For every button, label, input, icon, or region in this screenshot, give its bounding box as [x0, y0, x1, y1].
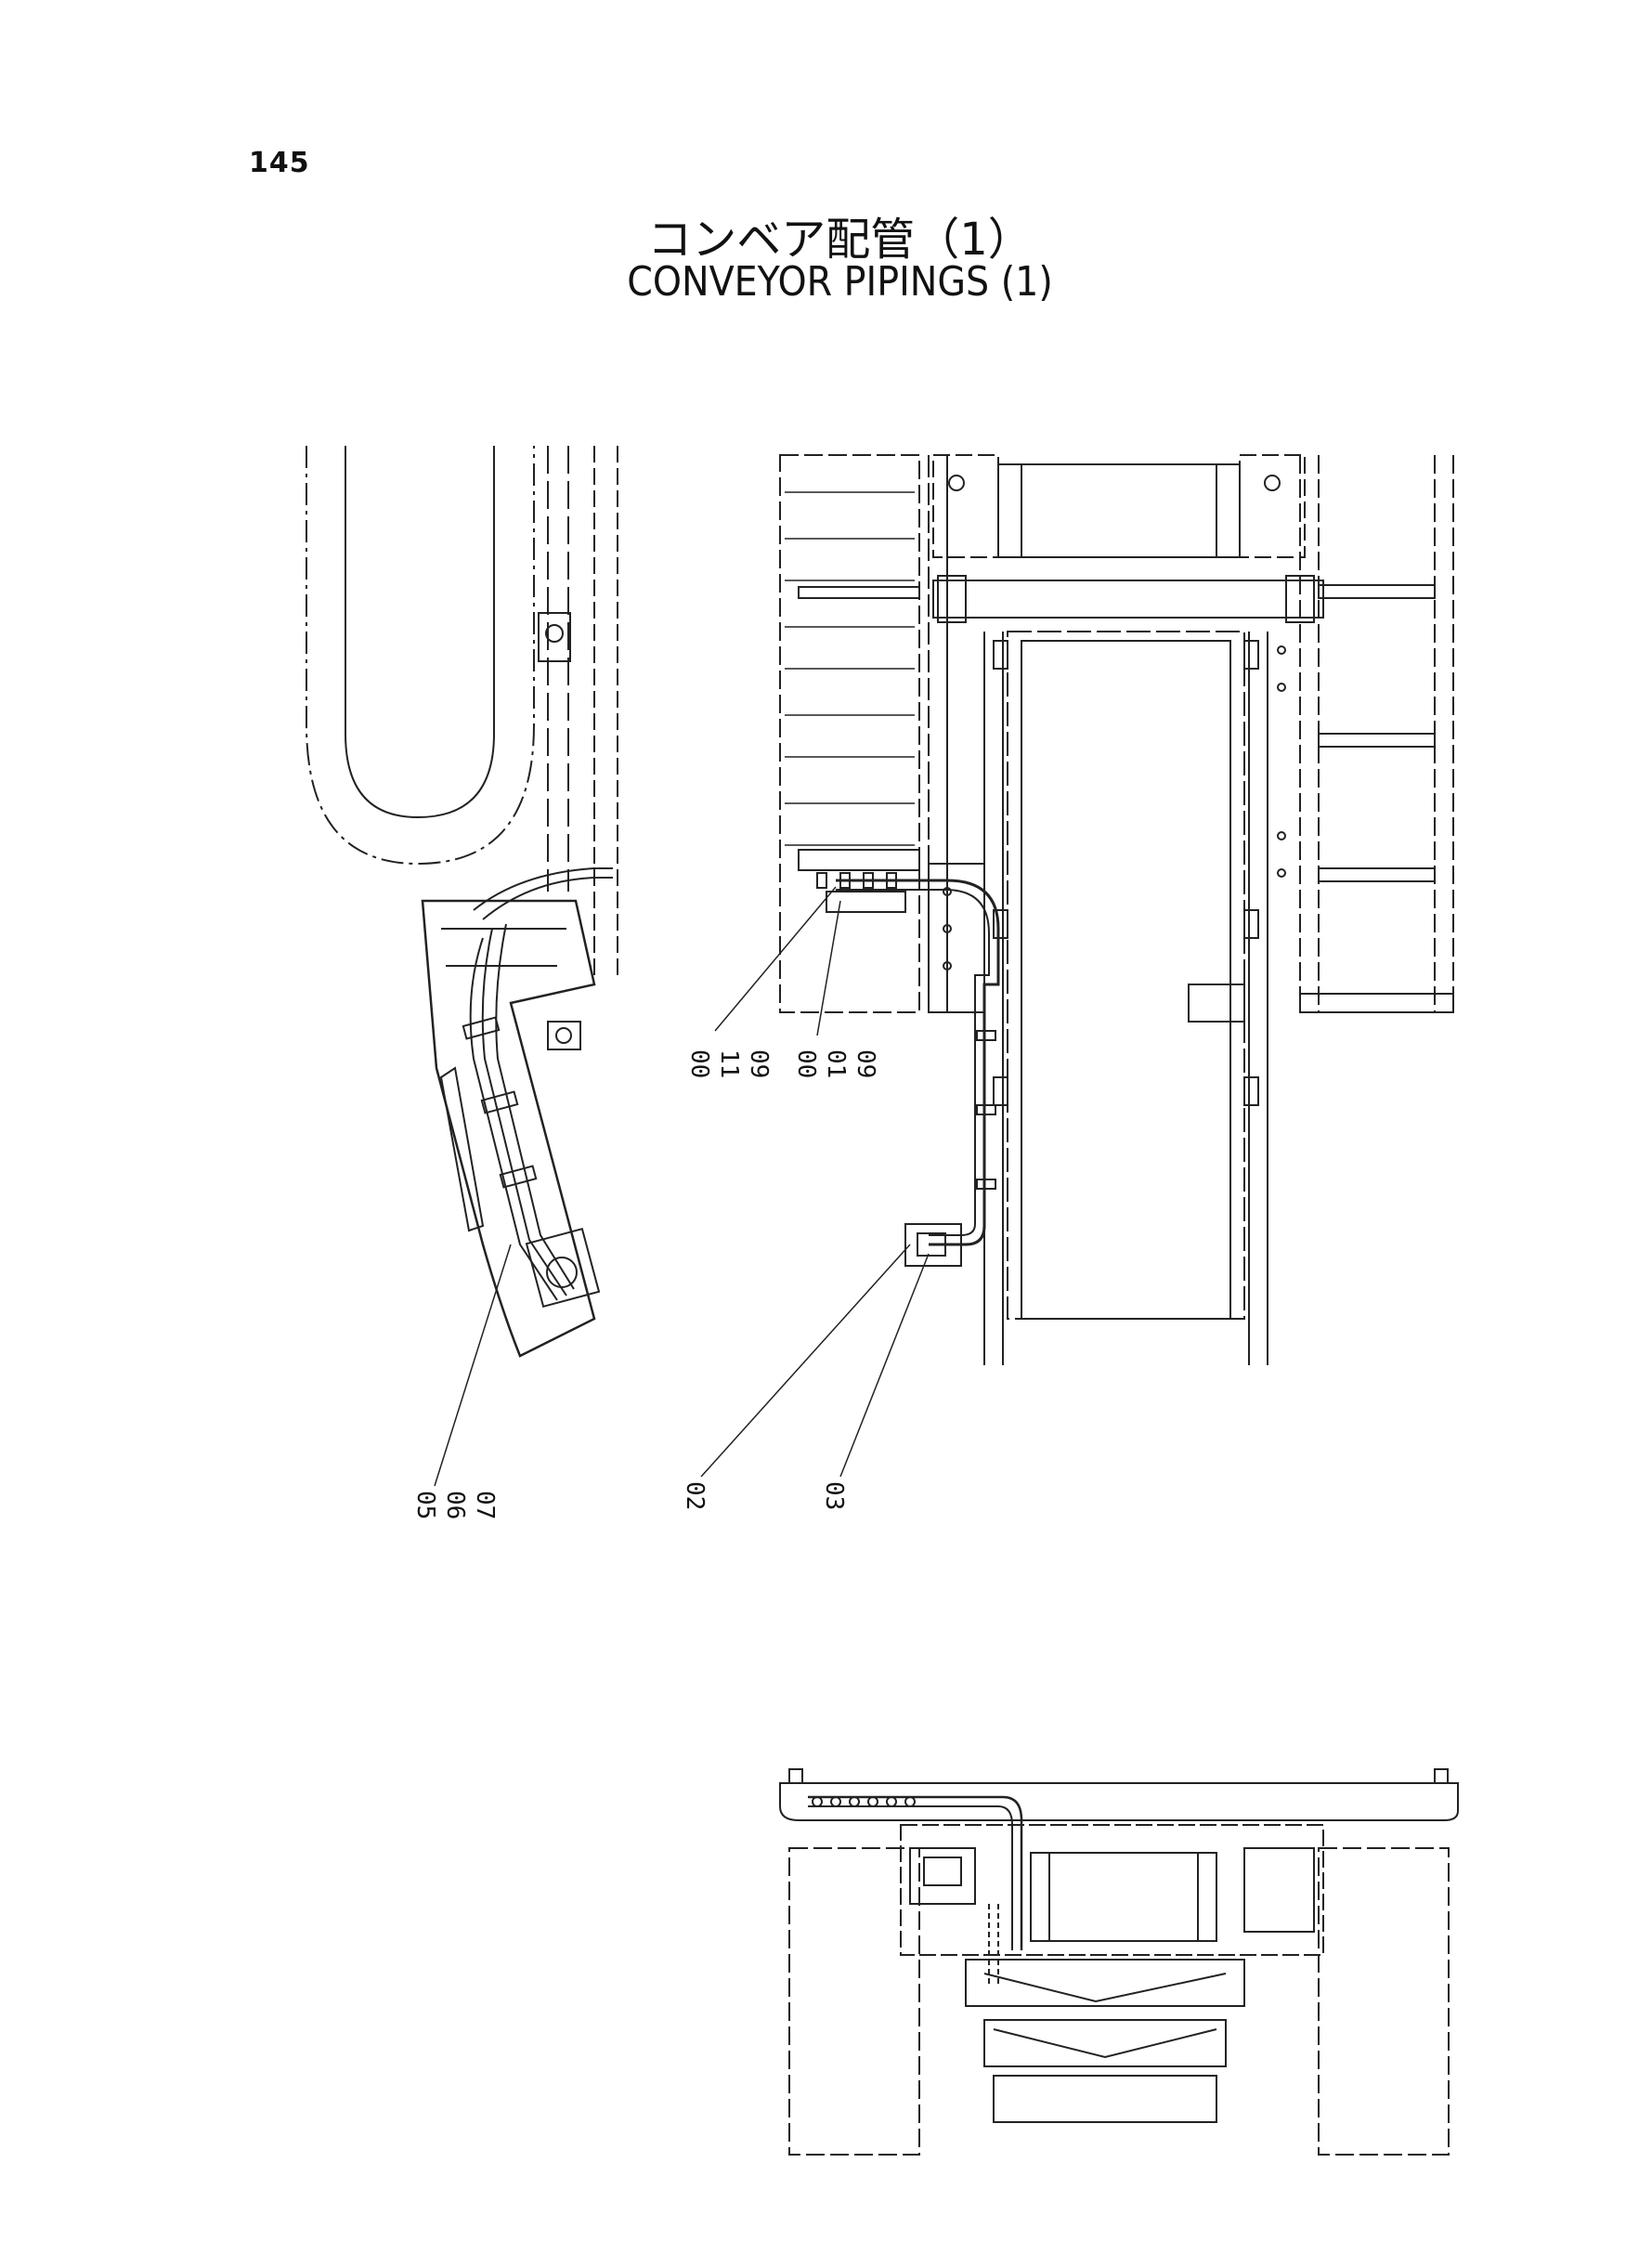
center-valve-box — [904, 1223, 962, 1267]
title-english: CONVEYOR PIPINGS (1) — [627, 258, 1053, 306]
u-frame-outer — [306, 446, 535, 866]
inclined-conveyor-body — [421, 899, 596, 1358]
callout-00-01-09-c: 09 — [852, 1049, 879, 1078]
left-conveyor-view — [306, 446, 618, 1487]
callout-02-label: 02 — [681, 1481, 709, 1510]
bottom-valve-block — [909, 1847, 976, 1905]
callout-00-01-09-b: 01 — [822, 1049, 850, 1078]
callout-00-11-09-b: 11 — [715, 1049, 743, 1078]
callout-00-11-09: 00 11 09 — [685, 1049, 773, 1078]
center-manifold — [798, 849, 920, 871]
page-number: 145 — [249, 147, 310, 179]
callout-03-label: 03 — [820, 1481, 848, 1510]
callout-02: 02 — [681, 1481, 709, 1510]
bottom-side-elevation — [779, 1768, 1459, 2156]
callout-05-06-07-b: 06 — [441, 1491, 469, 1519]
center-belt — [1007, 631, 1245, 1320]
title-japanese: コンベア配管（1） — [647, 214, 1033, 266]
center-conveyor-view — [700, 454, 1454, 1478]
callout-05-06-07-c: 07 — [471, 1491, 499, 1519]
u-frame-inner — [345, 446, 495, 819]
callout-05-06-07-a: 05 — [411, 1491, 439, 1519]
callout-03: 03 — [820, 1481, 848, 1510]
left-hose-bundle — [469, 937, 558, 1301]
leader-00-11-09 — [714, 886, 837, 1032]
leader-05-06-07 — [434, 1244, 512, 1487]
callout-00-01-09: 00 01 09 — [792, 1049, 879, 1078]
leader-03 — [839, 1253, 930, 1478]
callout-05-06-07: 05 06 07 — [411, 1491, 499, 1519]
bottom-motor-drum — [1030, 1852, 1217, 1942]
callout-00-11-09-c: 09 — [745, 1049, 773, 1078]
leader-02 — [700, 1244, 911, 1478]
callout-00-11-09-a: 00 — [685, 1049, 713, 1078]
callout-00-01-09-a: 00 — [792, 1049, 820, 1078]
center-piping-run — [836, 879, 1000, 1246]
left-motor-block — [525, 1227, 601, 1309]
leader-00-01-09 — [816, 900, 841, 1036]
